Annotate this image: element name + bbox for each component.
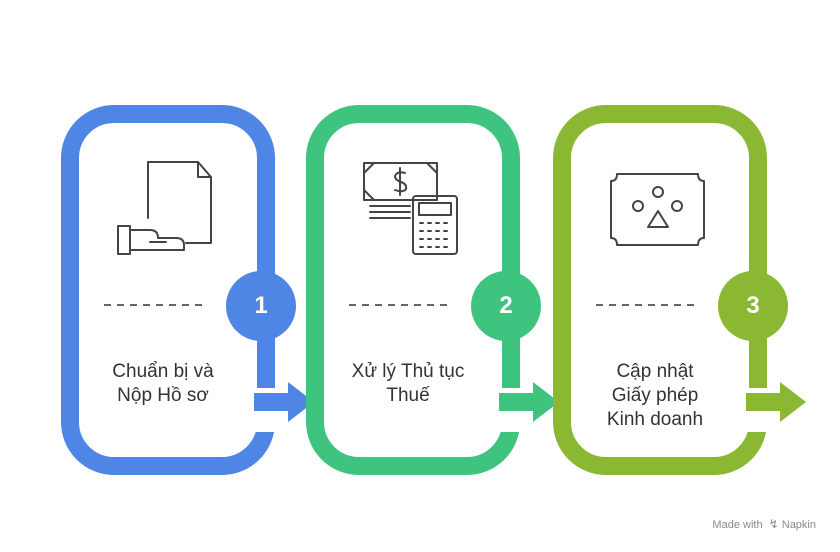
step-3-label-line-3: Kinh doanh (606, 409, 704, 430)
step-1-label-line-2: Nộp Hồ sơ (117, 385, 209, 406)
step-3-arrow (746, 382, 806, 422)
step-3-label-line-2: Giấy phép (611, 385, 699, 406)
step-1-card (61, 105, 314, 475)
step-1-arrow (254, 382, 314, 422)
napkin-logo-icon: ↯ (768, 517, 779, 531)
step-2-label-line-1: Xử lý Thủ tục (351, 361, 465, 382)
document-hand-icon (117, 161, 212, 255)
step-3-label: Cập nhật Giấy phép Kinh doanh (560, 360, 750, 432)
license-certificate-icon (610, 173, 705, 246)
step-2-label: Xử lý Thủ tục Thuế (313, 360, 503, 408)
step-2-label-line-2: Thuế (386, 385, 430, 406)
watermark-text: Made with (712, 519, 763, 531)
step-2-number: 2 (499, 292, 513, 319)
step-1-number-circle (226, 271, 296, 341)
step-3-number-circle (718, 271, 788, 341)
money-calculator-icon (363, 162, 458, 255)
step-3-card (553, 105, 806, 475)
step-3-number: 3 (746, 292, 760, 319)
step-3-label-line-1: Cập nhật (616, 361, 694, 382)
step-2-number-circle (471, 271, 541, 341)
step-2-card (306, 105, 559, 475)
step-1-label: Chuẩn bị và Nộp Hồ sơ (68, 360, 258, 408)
napkin-watermark[interactable]: Made with ↯ Napkin (712, 517, 816, 531)
step-1-label-line-1: Chuẩn bị và (112, 361, 214, 382)
step-1-number: 1 (254, 292, 268, 319)
watermark-brand: Napkin (781, 519, 816, 531)
step-2-arrow (499, 382, 559, 422)
